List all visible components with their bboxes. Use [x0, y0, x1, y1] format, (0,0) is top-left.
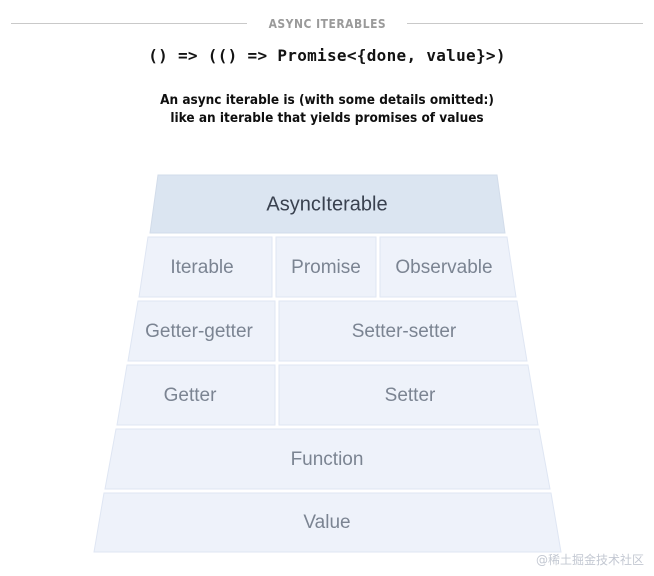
- tier-2-cell-2-label: Promise: [291, 257, 361, 278]
- tier-3-cell-1-label: Getter-getter: [145, 321, 253, 342]
- tier-2-cell-1-shape: [138, 236, 273, 298]
- header-rule-right: [407, 22, 644, 24]
- description-block: An async iterable is (with some details …: [0, 92, 654, 128]
- tier-2-cell-3-shape: [379, 236, 517, 298]
- tier-3-cell-2-label: Setter-setter: [352, 321, 457, 342]
- pyramid-tier-5: Function: [104, 428, 551, 490]
- pyramid-tier-4: Getter Setter: [116, 364, 539, 426]
- tier-5-cell-1-shape: [104, 428, 551, 490]
- tier-6-cell-1-label: Value: [303, 512, 350, 533]
- tier-3-cell-2-shape: [278, 300, 528, 362]
- header-rule-left: [10, 22, 247, 24]
- tier-4-cell-1-shape: [116, 364, 276, 426]
- tier-4-cell-2-label: Setter: [385, 385, 436, 406]
- tier-2-cell-3-label: Observable: [395, 257, 492, 278]
- tier-2-cell-2-shape: [275, 236, 377, 298]
- tier-3-cell-1-shape: [127, 300, 276, 362]
- header-kicker: ASYNC ITERABLES: [268, 15, 386, 31]
- tier-6-cell-1-shape: [93, 492, 562, 553]
- watermark: @稀土掘金技术社区: [535, 553, 644, 567]
- section-header: ASYNC ITERABLES: [0, 13, 654, 33]
- tier-5-cell-1-label: Function: [291, 449, 364, 470]
- tier-1-cell-1-label: AsyncIterable: [266, 193, 387, 215]
- tier-4-cell-2-shape: [278, 364, 539, 426]
- tier-1-cell-1-shape: [149, 174, 506, 234]
- pyramid-tier-6: Value: [93, 492, 562, 553]
- description-line-1: An async iterable is (with some details …: [160, 93, 494, 108]
- type-signature: () => (() => Promise<{done, value}>): [148, 46, 506, 65]
- tier-2-cell-1-label: Iterable: [170, 257, 233, 278]
- pyramid-tier-2: Iterable Promise Observable: [138, 236, 517, 298]
- description-line-2: like an iterable that yields promises of…: [170, 111, 484, 126]
- pyramid-tier-3: Getter-getter Setter-setter: [127, 300, 528, 362]
- pyramid-tier-1: AsyncIterable: [149, 174, 506, 234]
- tier-4-cell-1-label: Getter: [164, 385, 217, 406]
